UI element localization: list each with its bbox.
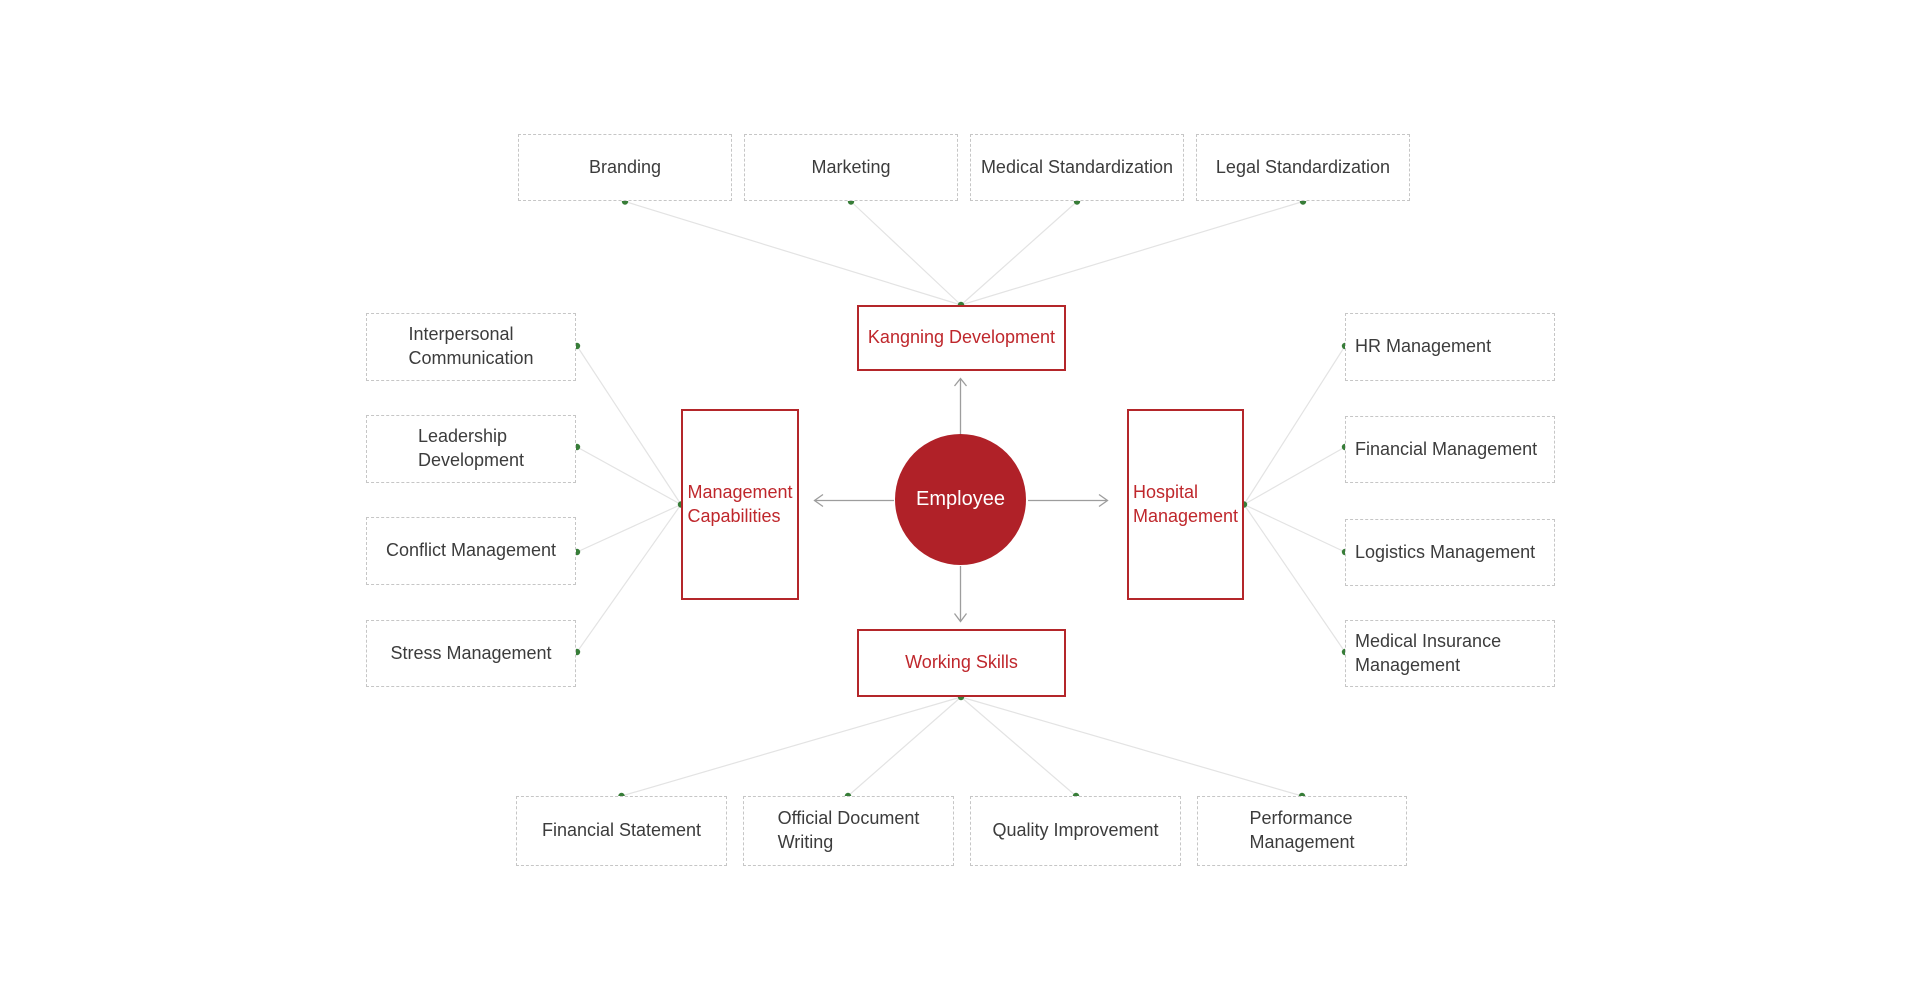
- connector-line: [576, 503, 682, 553]
- node-label: Leadership Development: [417, 426, 525, 470]
- node-leadership-development: Leadership Development: [366, 415, 576, 483]
- arrow-down-icon: [953, 566, 968, 623]
- connector-line: [1243, 345, 1346, 505]
- node-label: Branding: [588, 156, 662, 177]
- node-label: Management Capabilities: [687, 481, 793, 526]
- node-medical-insurance-management: Medical Insurance Management: [1345, 620, 1555, 687]
- connector-line: [850, 201, 962, 306]
- connector-line: [960, 696, 1077, 797]
- connector-line: [1243, 446, 1346, 506]
- node-medical-standardization: Medical Standardization: [970, 134, 1184, 201]
- connector-line: [624, 200, 962, 306]
- node-label: HR Management: [1355, 336, 1492, 357]
- arrow-up-icon: [953, 377, 968, 434]
- node-official-document-writing: Official Document Writing: [743, 796, 954, 866]
- node-logistics-management: Logistics Management: [1345, 519, 1555, 586]
- node-quality-improvement: Quality Improvement: [970, 796, 1181, 866]
- node-label: Hospital Management: [1132, 481, 1239, 526]
- node-label: Kangning Development: [867, 327, 1056, 348]
- node-label: Medical Standardization: [980, 156, 1174, 177]
- connector-line: [1243, 503, 1346, 553]
- node-legal-standardization: Legal Standardization: [1196, 134, 1410, 201]
- node-label: Interpersonal Communication: [408, 324, 534, 368]
- node-label: Financial Statement: [541, 820, 702, 841]
- connector-line: [960, 696, 1303, 797]
- employee-label: Employee: [916, 488, 1005, 511]
- connector-line: [576, 504, 682, 653]
- connector-line: [960, 200, 1304, 306]
- arrow-right-icon: [1028, 493, 1109, 508]
- arrow-left-icon: [813, 493, 894, 508]
- node-working-skills: Working Skills: [857, 629, 1066, 697]
- node-label: Medical Insurance Management: [1355, 630, 1502, 675]
- node-label: Logistics Management: [1355, 541, 1536, 562]
- connector-line: [1243, 504, 1346, 653]
- connector-line: [576, 345, 682, 505]
- node-label: Marketing: [811, 156, 891, 177]
- node-conflict-management: Conflict Management: [366, 517, 576, 585]
- connector-line: [621, 696, 962, 797]
- connector-line: [960, 201, 1078, 306]
- node-management-capabilities: Management Capabilities: [681, 409, 799, 600]
- node-label: Performance Management: [1249, 808, 1355, 852]
- node-branding: Branding: [518, 134, 732, 201]
- node-label: Stress Management: [390, 642, 552, 663]
- node-label: Quality Improvement: [992, 820, 1159, 841]
- node-label: Legal Standardization: [1215, 156, 1391, 177]
- node-label: Financial Management: [1355, 438, 1538, 459]
- connector-line: [847, 696, 962, 797]
- node-financial-management: Financial Management: [1345, 416, 1555, 483]
- node-label: Official Document Writing: [777, 808, 920, 852]
- node-label: Working Skills: [905, 652, 1018, 673]
- employee-node: Employee: [895, 434, 1026, 565]
- node-stress-management: Stress Management: [366, 620, 576, 687]
- connector-line: [576, 446, 682, 506]
- node-performance-management: Performance Management: [1197, 796, 1407, 866]
- node-marketing: Marketing: [744, 134, 958, 201]
- node-kangning-development: Kangning Development: [857, 305, 1066, 371]
- node-hr-management: HR Management: [1345, 313, 1555, 381]
- node-interpersonal-communication: Interpersonal Communication: [366, 313, 576, 381]
- node-hospital-management: Hospital Management: [1127, 409, 1244, 600]
- node-financial-statement: Financial Statement: [516, 796, 727, 866]
- node-label: Conflict Management: [385, 540, 557, 561]
